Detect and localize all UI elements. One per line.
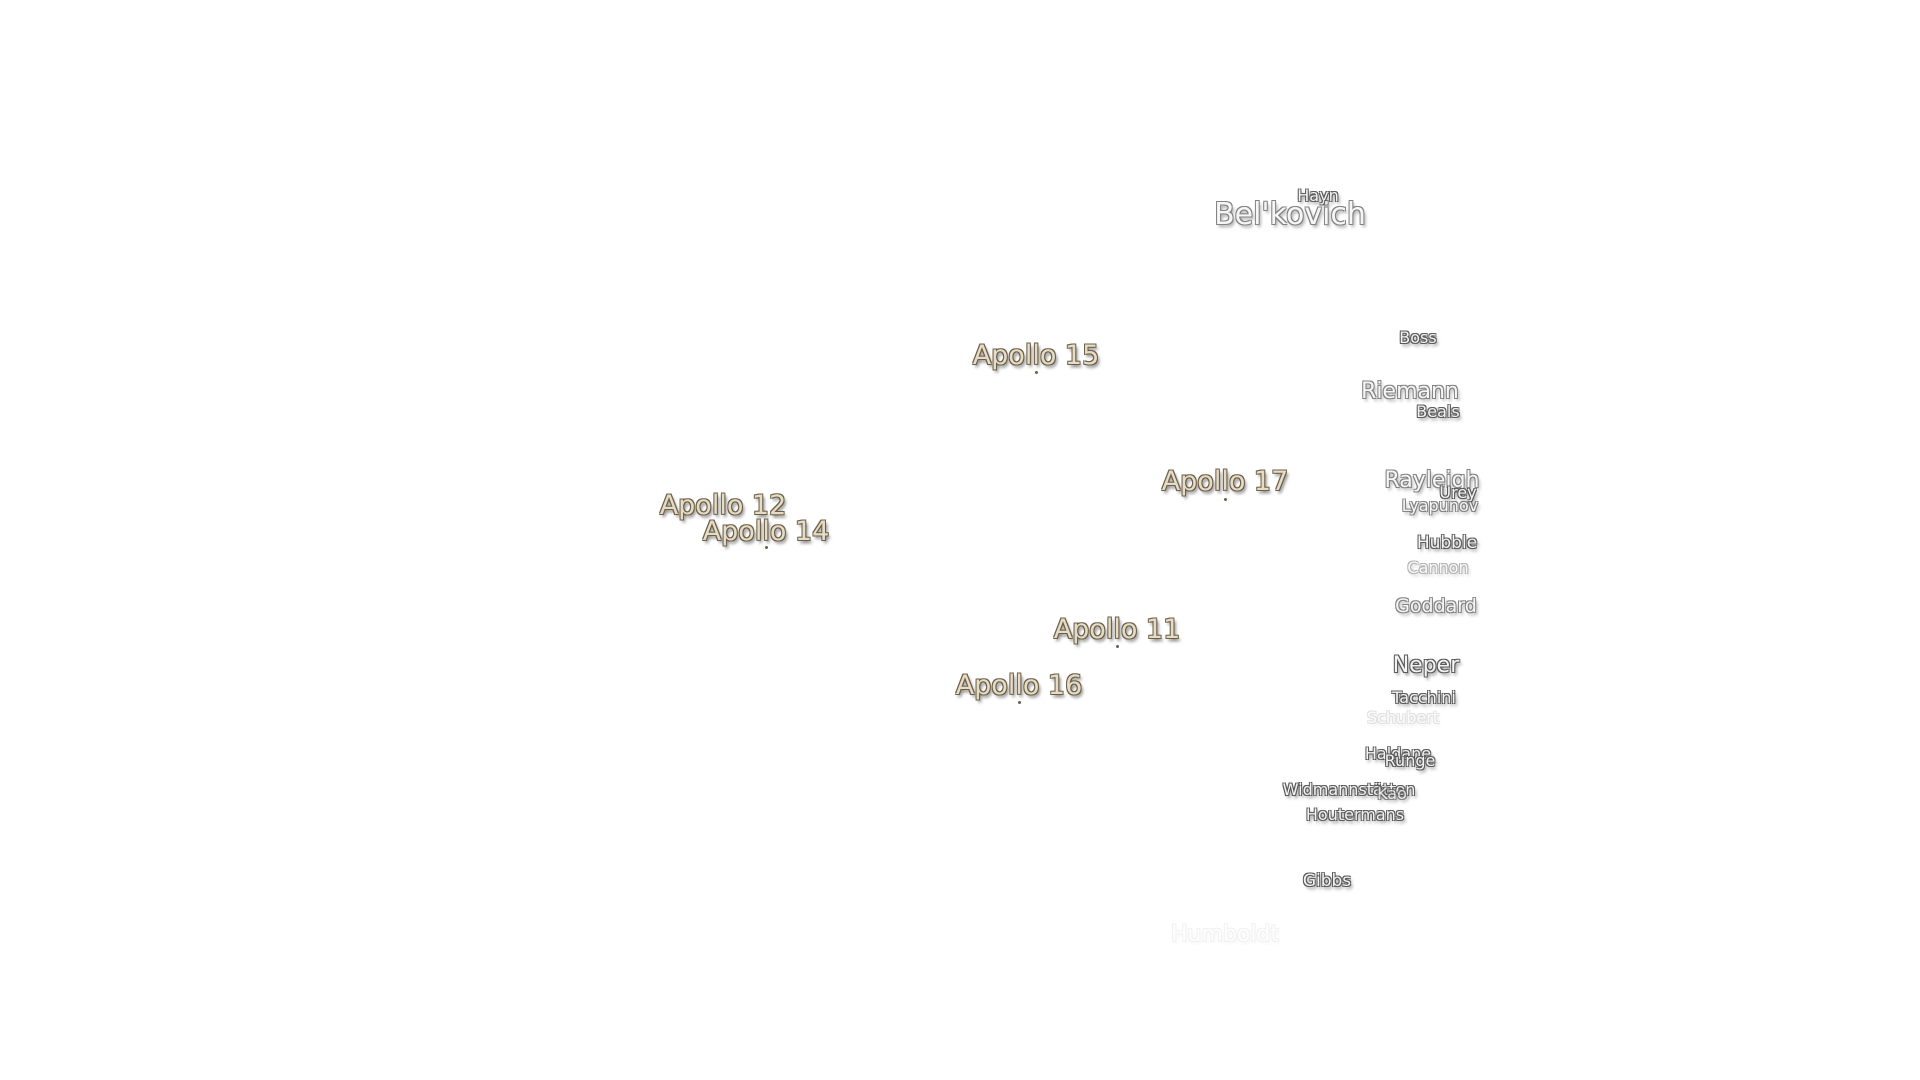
crater-label-tacchini[interactable]: Tacchini — [1392, 688, 1456, 707]
apollo-16-marker — [1018, 701, 1021, 704]
apollo-14-label[interactable]: Apollo 14 — [702, 516, 830, 547]
crater-label-neper[interactable]: Neper — [1392, 653, 1460, 678]
apollo-17-label[interactable]: Apollo 17 — [1161, 466, 1289, 497]
crater-label-houtermans[interactable]: Houtermans — [1305, 805, 1405, 824]
apollo-11-label[interactable]: Apollo 11 — [1053, 614, 1181, 645]
apollo-11-marker — [1116, 645, 1119, 648]
crater-label-belkovich[interactable]: Bel'kovich — [1214, 197, 1366, 232]
crater-label-rayleigh[interactable]: Rayleigh — [1384, 468, 1480, 493]
crater-label-kao[interactable]: Kao — [1377, 784, 1407, 803]
crater-label-hayn[interactable]: Hayn — [1297, 186, 1339, 205]
crater-label-gibbs[interactable]: Gibbs — [1302, 871, 1352, 891]
apollo-15-label[interactable]: Apollo 15 — [972, 340, 1100, 371]
apollo-14-marker — [765, 546, 768, 549]
crater-label-boss[interactable]: Boss — [1399, 328, 1437, 347]
crater-label-lyapunov[interactable]: Lyapunov — [1401, 496, 1479, 515]
crater-label-riemann[interactable]: Riemann — [1361, 379, 1459, 404]
apollo-12-label[interactable]: Apollo 12 — [659, 490, 787, 521]
crater-label-schubert[interactable]: Schubert — [1366, 708, 1440, 727]
crater-label-hubble[interactable]: Hubble — [1416, 533, 1478, 553]
crater-label-haldane[interactable]: Haldane — [1364, 744, 1432, 763]
apollo-17-marker — [1224, 498, 1227, 501]
crater-label-goddard[interactable]: Goddard — [1395, 595, 1477, 617]
crater-label-beals[interactable]: Beals — [1416, 402, 1460, 421]
crater-label-widmannstatten[interactable]: Widmannstätten — [1282, 780, 1416, 799]
crater-label-runge[interactable]: Runge — [1384, 751, 1436, 770]
crater-label-cannon[interactable]: Cannon — [1407, 558, 1469, 577]
crater-label-humboldt[interactable]: Humboldt — [1170, 922, 1280, 947]
apollo-15-marker — [1035, 371, 1038, 374]
apollo-16-label[interactable]: Apollo 16 — [955, 670, 1083, 701]
crater-label-urey[interactable]: Urey — [1439, 483, 1477, 502]
